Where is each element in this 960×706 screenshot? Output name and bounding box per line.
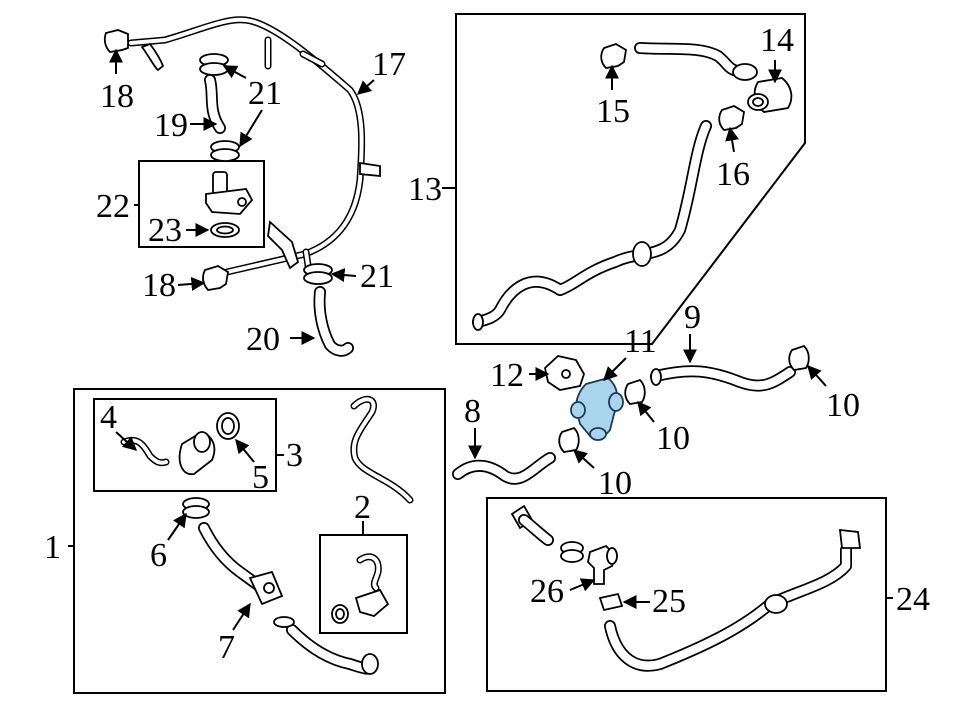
part-19-hose (204, 74, 226, 134)
part-10-clamp-upper (624, 378, 646, 405)
callout-18-bottom: 18 (142, 267, 176, 304)
callout-17: 17 (372, 46, 406, 83)
callout-19: 19 (154, 107, 188, 144)
part-11-water-valve (570, 377, 624, 441)
part-5-o-ring (216, 412, 240, 440)
callout-15: 15 (596, 93, 630, 130)
callout-5: 5 (252, 459, 269, 496)
part-22-connector (205, 171, 254, 215)
callout-13: 13 (408, 171, 442, 208)
part-26-tee-fitting (587, 544, 618, 585)
part-3-coupler (178, 430, 216, 475)
part-23-o-ring (210, 222, 240, 238)
part-13-upper-hose (634, 42, 740, 76)
part-16-clamp (718, 104, 745, 131)
group-box-13 (455, 13, 806, 345)
part-9-hose (650, 365, 796, 392)
group-box-1 (73, 388, 446, 694)
callout-12: 12 (490, 357, 524, 394)
callout-24: 24 (896, 581, 930, 618)
callout-23: 23 (148, 212, 182, 249)
callout-9: 9 (684, 299, 701, 336)
callout-20: 20 (246, 321, 280, 358)
part-8-hose (452, 452, 556, 485)
part-10-clamp-right (788, 344, 810, 371)
group-box-24 (486, 497, 887, 692)
callout-10-lower: 10 (598, 465, 632, 502)
callout-2: 2 (354, 489, 371, 526)
part-18-clamp-lower (202, 264, 229, 291)
part-21-clamp-lower (303, 263, 333, 285)
callout-10-right: 10 (826, 387, 860, 424)
callout-labels: 18 18 21 21 19 20 17 22 23 13 15 14 16 1… (44, 22, 930, 666)
part-15-clamp (600, 42, 627, 69)
callout-10-middle: 10 (656, 420, 690, 457)
callout-21-top: 21 (248, 75, 282, 112)
callout-25: 25 (652, 583, 686, 620)
part-25-clamp (598, 592, 624, 612)
callout-16: 16 (716, 156, 750, 193)
part-2-kit (331, 553, 390, 624)
part-17-pipe-assembly (127, 16, 381, 282)
callout-21-bottom: 21 (360, 258, 394, 295)
part-13-main-hose (472, 120, 712, 331)
callout-7: 7 (218, 629, 235, 666)
part-21-clamp-mid (210, 140, 240, 162)
part-20-hose (313, 286, 354, 357)
leader-lines (68, 48, 893, 631)
callout-1: 1 (44, 529, 61, 566)
part-21-clamp-upper (199, 53, 229, 76)
callout-4: 4 (100, 399, 117, 436)
part-6-clamp (182, 497, 210, 519)
part-24-hose-assembly (510, 504, 862, 672)
callout-26: 26 (530, 573, 564, 610)
callout-11: 11 (624, 323, 657, 360)
callout-14: 14 (760, 22, 794, 59)
part-1-pipe-right (350, 395, 414, 504)
callout-3: 3 (286, 437, 303, 474)
part-18-clamp-upper (103, 29, 129, 53)
part-7-pump-hose (198, 522, 379, 675)
part-12-bracket (544, 355, 585, 391)
callout-8: 8 (464, 393, 481, 430)
callout-22: 22 (96, 188, 130, 225)
callout-18-top: 18 (100, 78, 134, 115)
part-10-clamp-lower (558, 426, 580, 453)
part-14-valve (732, 63, 793, 113)
group-box-3 (93, 398, 277, 492)
callout-6: 6 (150, 537, 167, 574)
